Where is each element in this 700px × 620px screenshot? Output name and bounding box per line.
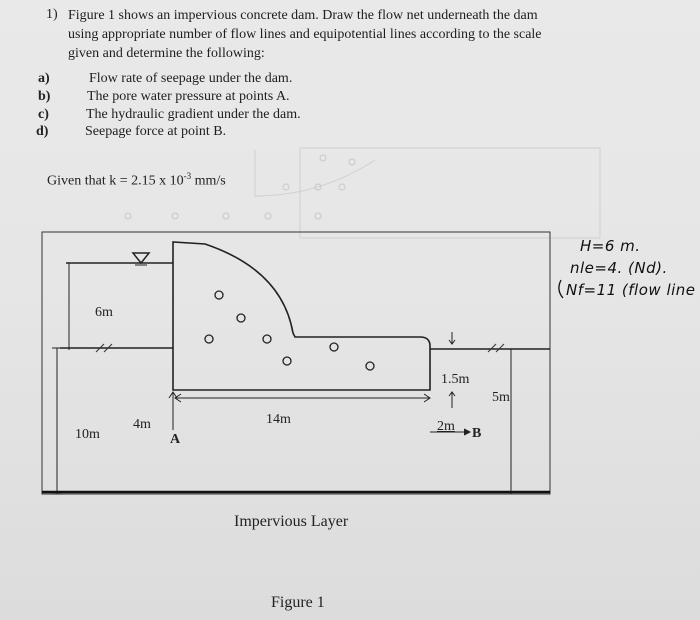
- item-a-letter: a): [38, 71, 50, 86]
- figure-frame: [41, 231, 551, 495]
- point-a-label: A: [170, 432, 181, 447]
- impervious-layer-label: Impervious Layer: [234, 513, 349, 530]
- item-b-letter: b): [38, 89, 51, 104]
- dim-dam-base: 14m: [266, 412, 291, 427]
- item-d-letter: d): [36, 124, 49, 139]
- item-c-text: The hydraulic gradient under the dam.: [86, 107, 301, 122]
- question-number: 1): [46, 7, 58, 22]
- handwritten-note-3: Nf=11 (flow line: [566, 281, 696, 299]
- dim-downstream-depth: 5m: [492, 390, 510, 405]
- given-k: Given that k = 2.15 x 10-3 mm/s: [47, 171, 226, 189]
- water-level-marker: [131, 252, 151, 265]
- item-a-text: Flow rate of seepage under the dam.: [89, 71, 293, 86]
- figure-caption: Figure 1: [271, 594, 325, 611]
- question-line-1: Figure 1 shows an impervious concrete da…: [68, 8, 538, 23]
- handwritten-note-2: nle=4. (Nd).: [570, 259, 668, 277]
- dim-point-a-depth: 4m: [133, 417, 151, 432]
- item-c-letter: c): [38, 107, 49, 122]
- bleed-through-marks: [254, 147, 601, 239]
- dim-point-b-offset: 2m: [437, 419, 455, 434]
- question-line-3: given and determine the following:: [68, 46, 265, 61]
- dam-aggregate-marks: [204, 290, 375, 371]
- item-b-text: The pore water pressure at points A.: [87, 89, 290, 104]
- item-d-text: Seepage force at point B.: [85, 124, 227, 139]
- dim-upstream-depth: 6m: [95, 305, 113, 320]
- question-line-2: using appropriate number of flow lines a…: [68, 27, 542, 42]
- dim-soil-depth: 10m: [75, 427, 100, 442]
- concrete-dam: [172, 241, 431, 391]
- point-b-label: B: [472, 426, 482, 441]
- handwritten-note-1: H=6 m.: [580, 237, 641, 255]
- dim-downstream-step: 1.5m: [441, 372, 470, 387]
